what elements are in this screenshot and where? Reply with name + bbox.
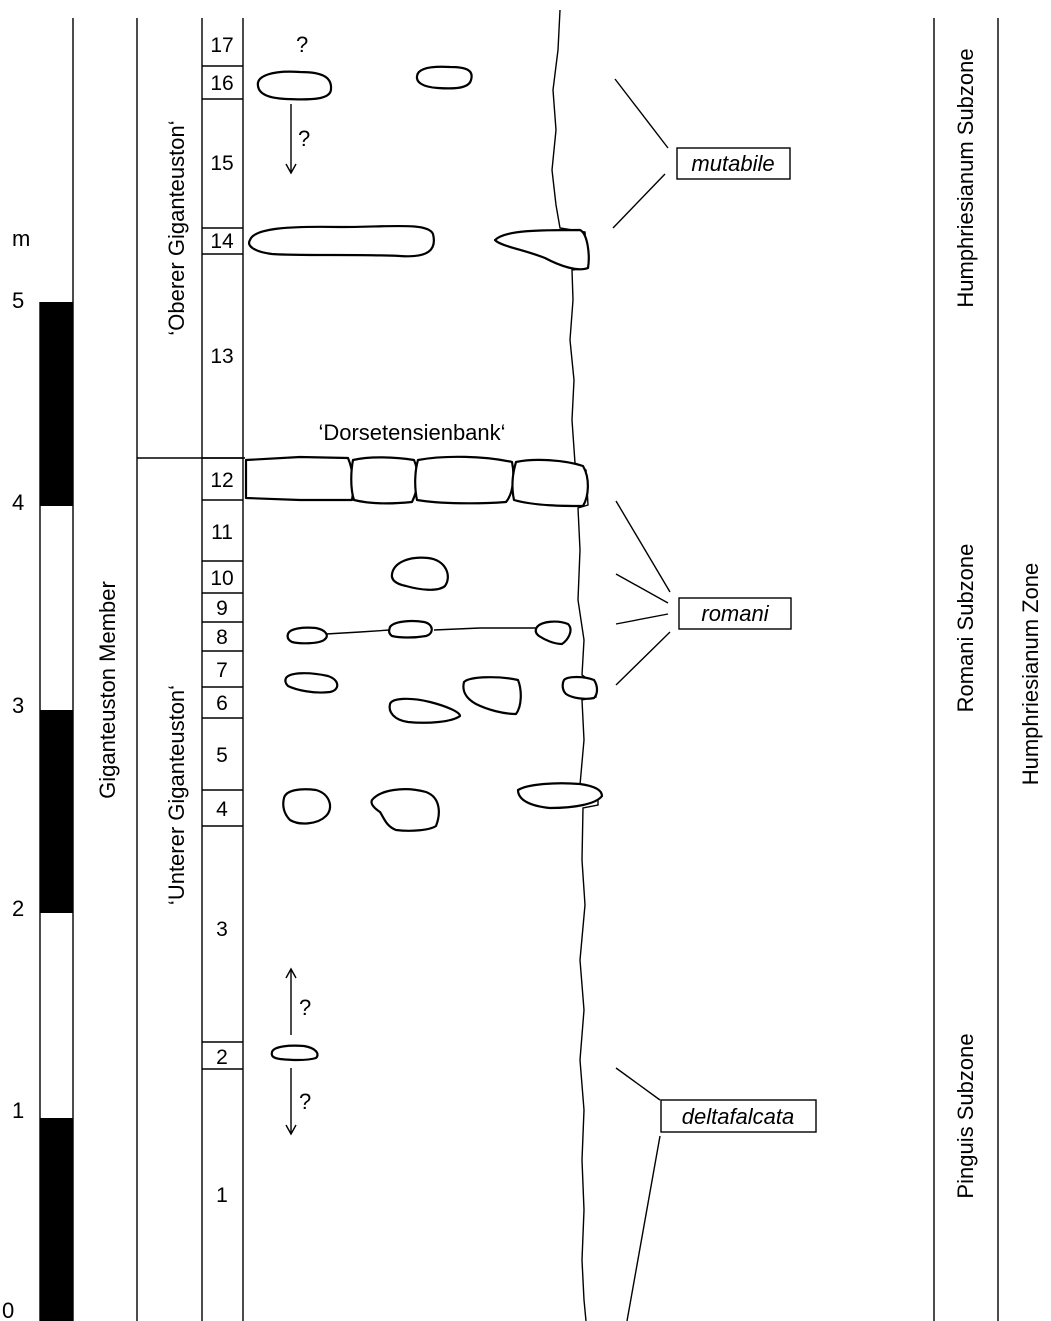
dorsetensienbank-block (244, 455, 355, 502)
unit-column: ‘Oberer Giganteuston‘ ‘Unterer Giganteus… (137, 120, 245, 905)
scale-segment-1-2 (40, 913, 73, 1118)
subzone-label-romani: Romani Subzone (953, 544, 978, 713)
nodule-bed-8 (534, 620, 572, 646)
bed-number: 13 (210, 345, 233, 368)
scale-segment-0-1 (40, 1118, 73, 1321)
bed-number: 5 (216, 744, 228, 767)
bed-number: 14 (210, 230, 234, 253)
scale-tick-label: 4 (12, 490, 24, 515)
nodule-horizon-line-bed-8 (325, 629, 391, 635)
lower-unit-label: ‘Unterer Giganteuston‘ (164, 685, 189, 905)
scale-tick-label: 5 (12, 288, 24, 313)
member-label: Giganteuston Member (95, 581, 120, 799)
uncertain-mark: ? (299, 995, 311, 1020)
scale-tick-label: 2 (12, 896, 24, 921)
callout-line (615, 573, 669, 604)
bed-number: 11 (211, 521, 233, 544)
nodule-bed-4 (282, 788, 332, 825)
marker-bed-label: ‘Dorsetensienbank‘ (318, 420, 505, 445)
bed-number: 2 (216, 1046, 228, 1069)
scale-tick-label: 3 (12, 693, 24, 718)
nodule-bed-8 (286, 626, 328, 645)
taxon-callout-deltafalcata: deltafalcata (615, 1067, 817, 1321)
nodule-bed-14 (493, 228, 590, 271)
callout-line (615, 613, 669, 625)
subzone-label-humphriesianum: Humphriesianum Subzone (953, 48, 978, 307)
scale-unit-label: m (12, 226, 30, 251)
bed-number: 9 (216, 597, 228, 620)
callout-line (615, 631, 671, 686)
scale-segment-2-3 (40, 710, 73, 913)
scale-segment-4-5 (40, 302, 73, 506)
nodule-bed-8 (388, 619, 433, 639)
taxon-label-mutabile: mutabile (691, 151, 774, 176)
uncertain-mark: ? (299, 1089, 311, 1114)
bed-number: 3 (216, 918, 228, 941)
callout-line (615, 500, 671, 593)
nodule-bed-14 (248, 224, 435, 258)
dorsetensienbank-block (350, 456, 419, 505)
nodule-bed-7 (561, 675, 599, 700)
scale-segment-3-4 (40, 506, 73, 710)
bed-column: 17 16 15 14 13 12 11 10 9 8 7 6 5 4 3 2 … (201, 18, 244, 1321)
callout-line (614, 78, 669, 149)
bed-number: 17 (210, 34, 233, 57)
metre-scale: m 5 4 3 2 1 0 (2, 18, 74, 1321)
taxon-callout-mutabile: mutabile (612, 78, 791, 229)
nodule-bed-4 (370, 788, 440, 832)
scale-tick-label: 0 (2, 1298, 14, 1321)
uncertainty-markers: ? ? ? ? (285, 32, 311, 1136)
weathering-profile-line (551, 9, 599, 1321)
taxon-box (676, 147, 791, 180)
bed-number: 1 (216, 1184, 228, 1207)
bed-number: 12 (210, 469, 233, 492)
up-arrow-head (285, 967, 297, 979)
uncertain-mark: ? (296, 32, 308, 57)
nodule-horizon-line-bed-8 (433, 627, 537, 631)
uncertain-mark: ? (298, 126, 310, 151)
nodule-bed-6 (388, 697, 462, 724)
taxon-box (678, 597, 792, 630)
nodule-bed-4 (516, 782, 604, 810)
callout-line (626, 1135, 661, 1321)
taxon-label-deltafalcata: deltafalcata (682, 1104, 795, 1129)
bed-number: 16 (210, 72, 233, 95)
bed-number: 10 (210, 567, 233, 590)
bed-number: 15 (210, 152, 233, 175)
nodule-bed-7 (284, 672, 339, 694)
nodule-bed-10 (390, 556, 449, 591)
taxon-box (660, 1099, 817, 1133)
nodule-bed-7 (462, 676, 522, 716)
nodule-horizons (244, 65, 604, 1062)
nodule-bed-16 (415, 65, 473, 90)
bed-number: 4 (216, 798, 228, 821)
zone-label: Humphriesianum Zone (1018, 563, 1043, 786)
nodule-bed-16 (256, 70, 333, 101)
scale-tick-label: 1 (12, 1098, 24, 1123)
upper-unit-label: ‘Oberer Giganteuston‘ (164, 120, 189, 335)
down-arrow-head (285, 1124, 297, 1136)
bed-dividers (202, 65, 243, 1070)
bed-number: 6 (216, 692, 228, 715)
member-column: Giganteuston Member (95, 18, 138, 1321)
down-arrow-head (285, 163, 297, 175)
callout-line (612, 173, 666, 229)
dorsetensienbank-block (414, 455, 515, 505)
subzone-label-pinguis: Pinguis Subzone (953, 1033, 978, 1198)
taxon-label-romani: romani (701, 601, 769, 626)
callout-line (615, 1067, 661, 1101)
nodule-bed-2 (270, 1044, 319, 1062)
bed-number: 7 (216, 659, 228, 682)
subzone-column: Humphriesianum Subzone Romani Subzone Pi… (933, 18, 999, 1321)
dorsetensienbank-block (511, 458, 589, 508)
bed-number: 8 (216, 626, 228, 649)
taxon-callout-romani: romani (615, 500, 792, 686)
